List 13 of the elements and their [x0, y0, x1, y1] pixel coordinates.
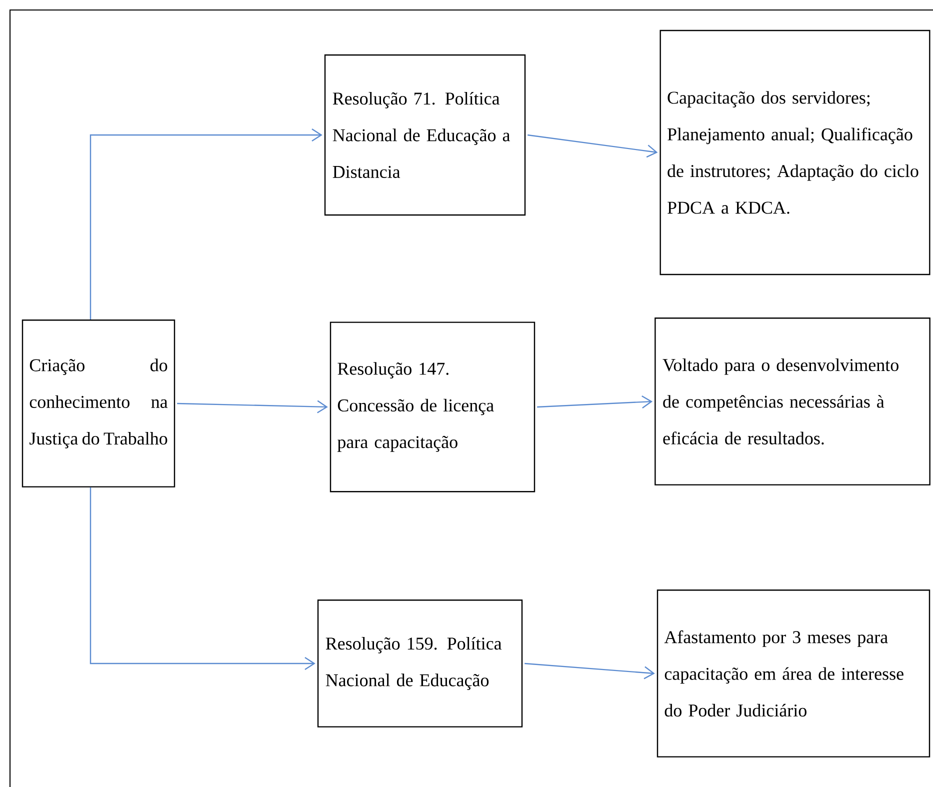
arrow	[90, 128, 322, 320]
text-box: Afastamento por 3 meses para capacitação em área de interesse do Poder Judiciário	[656, 590, 930, 758]
arrow	[537, 395, 653, 408]
arrow	[90, 487, 316, 670]
arrow	[524, 662, 655, 680]
text-box: Resolução 159. Política Nacional de Educação	[317, 600, 523, 728]
text-box: Capacitação dos servidores; Planejamento anual; Qualificação de instrutores; Adaptação do ciclo PDCA a KDCA.	[660, 30, 930, 276]
text-box: Voltado para o desenvolvimento de competências necessárias à eficácia de resultados.	[654, 318, 930, 486]
text-box: Resolução 71. Política Nacional de Educação a Distancia	[324, 54, 526, 216]
arrow	[177, 400, 328, 414]
text-box: Resolução 147. Concessão de licença para capacitação	[330, 322, 536, 492]
text-box: Criação do conhecimento na Justiça do Trabalho	[22, 320, 176, 488]
arrow	[528, 134, 658, 158]
